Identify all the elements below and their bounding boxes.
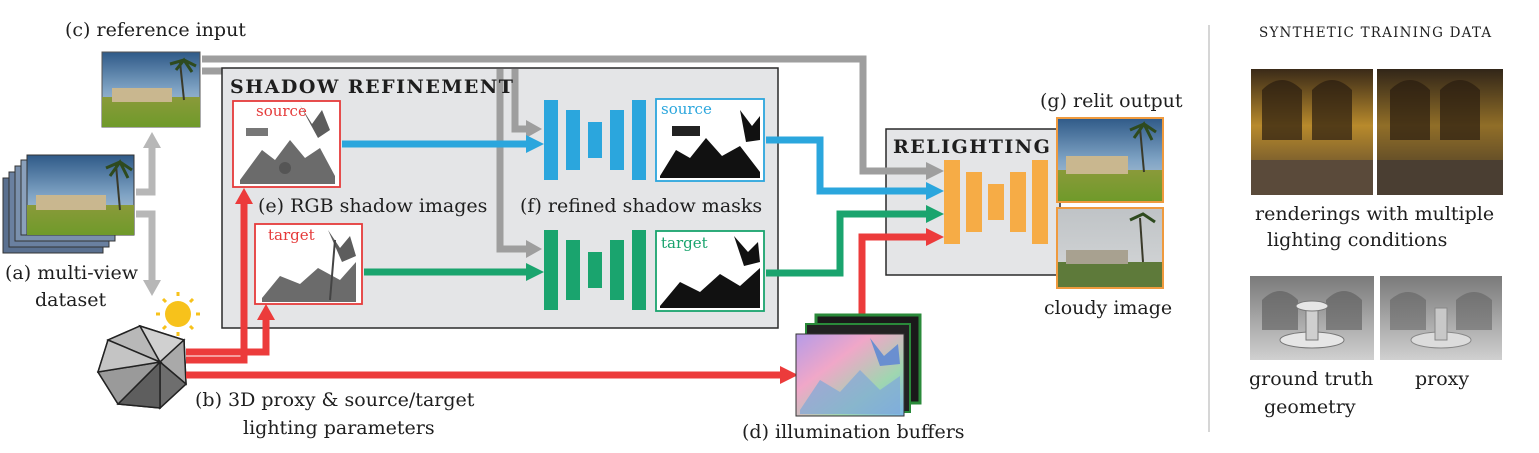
reference-gray-routing-inner [496, 69, 542, 258]
relit-output-image [1056, 117, 1164, 203]
reference-input-image [101, 51, 201, 128]
proxy-to-shadow-arrows [186, 188, 275, 364]
target-mask-tag: target [661, 234, 708, 252]
multiview-dataset-stack [2, 154, 135, 254]
proxy-to-buffers-arrow [186, 366, 798, 384]
reference-input-label: (c) reference input [65, 19, 246, 41]
target-mask-to-relighting-arrow [766, 205, 944, 277]
relit-output-label: (g) relit output [1040, 90, 1183, 112]
source-refined-mask [655, 98, 765, 182]
proxy-label-line2: lighting parameters [243, 417, 435, 439]
dataset-to-proxy-arrow [136, 210, 161, 296]
ground-truth-label-line1: ground truth [1249, 368, 1373, 390]
target-to-refinement-arrow [364, 263, 544, 281]
proxy-render-label: proxy [1415, 368, 1469, 390]
cloudy-image [1056, 207, 1164, 289]
source-refinement-network [544, 100, 646, 180]
illumination-buffers-stack [795, 313, 922, 417]
multiview-label-line1: (a) multi-view [5, 262, 139, 284]
multiview-label-line2: dataset [35, 289, 106, 311]
proxy-mesh-icon [96, 324, 188, 410]
target-refinement-network [544, 230, 646, 310]
reference-to-relighting-arrow [863, 162, 944, 180]
illumination-buffers-label: (d) illumination buffers [742, 421, 965, 443]
renderings-label-line2: lighting conditions [1267, 229, 1447, 251]
relighting-title: RELIGHTING [893, 136, 1051, 158]
rendering-lighting-a [1251, 69, 1373, 195]
source-shadow-tag: source [256, 102, 307, 120]
source-mask-to-relighting-arrow [766, 136, 944, 200]
source-to-refinement-arrow [342, 135, 544, 153]
rendering-lighting-b [1377, 69, 1503, 195]
target-refined-mask [655, 230, 765, 312]
proxy-geometry-render [1380, 276, 1502, 360]
synthetic-data-heading: SYNTHETIC TRAINING DATA [1259, 25, 1492, 41]
proxy-label-line1: (b) 3D proxy & source/target [195, 389, 475, 411]
source-mask-tag: source [661, 100, 712, 118]
source-shadow-image [232, 100, 341, 188]
target-shadow-image [254, 223, 363, 305]
rgb-shadow-images-label: (e) RGB shadow images [258, 195, 487, 217]
buffers-to-relighting-arrow [858, 228, 944, 314]
dataset-to-reference-arrow [136, 132, 161, 196]
sun-icon [156, 292, 200, 336]
refined-shadow-masks-label: (f) refined shadow masks [520, 195, 762, 217]
relighting-network [944, 160, 1048, 244]
cloudy-image-label: cloudy image [1044, 297, 1172, 319]
target-shadow-tag: target [268, 226, 315, 244]
ground-truth-label-line2: geometry [1264, 396, 1356, 418]
shadow-refinement-title: SHADOW REFINEMENT [230, 76, 514, 98]
renderings-label-line1: renderings with multiple [1255, 203, 1494, 225]
ground-truth-geometry-render [1250, 276, 1374, 360]
